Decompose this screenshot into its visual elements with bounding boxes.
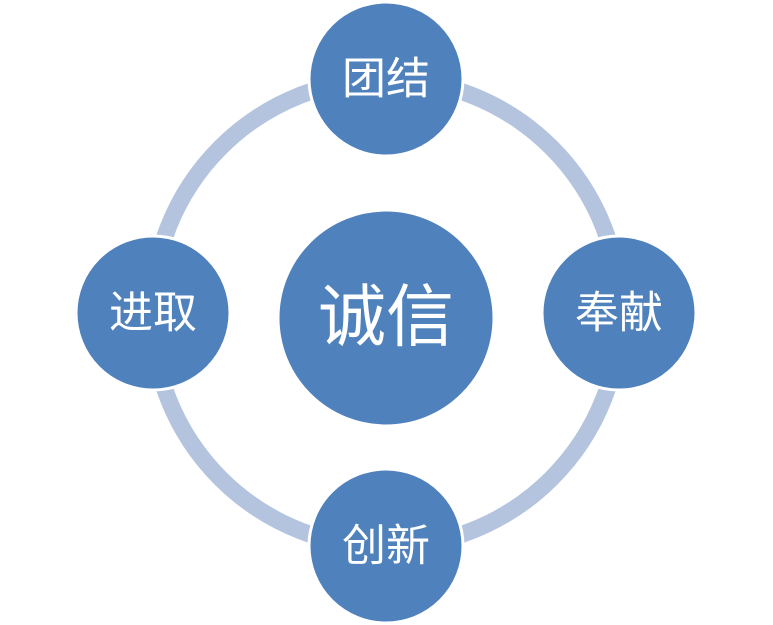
node-bottom-circle — [307, 467, 465, 625]
node-bottom-label: 创新 — [342, 521, 430, 572]
node-left: 进取 — [74, 234, 232, 392]
node-left-label: 进取 — [109, 288, 197, 339]
node-center-label: 诚信 — [318, 279, 454, 358]
node-top: 团结 — [307, 0, 465, 158]
node-right-label: 奉献 — [575, 288, 663, 339]
node-bottom: 创新 — [307, 467, 465, 625]
node-top-label: 团结 — [342, 54, 430, 105]
node-right: 奉献 — [540, 234, 698, 392]
node-top-circle — [307, 0, 465, 158]
node-right-circle — [540, 234, 698, 392]
node-left-circle — [74, 234, 232, 392]
node-center: 诚信 — [276, 208, 496, 428]
node-center-circle — [276, 208, 496, 428]
